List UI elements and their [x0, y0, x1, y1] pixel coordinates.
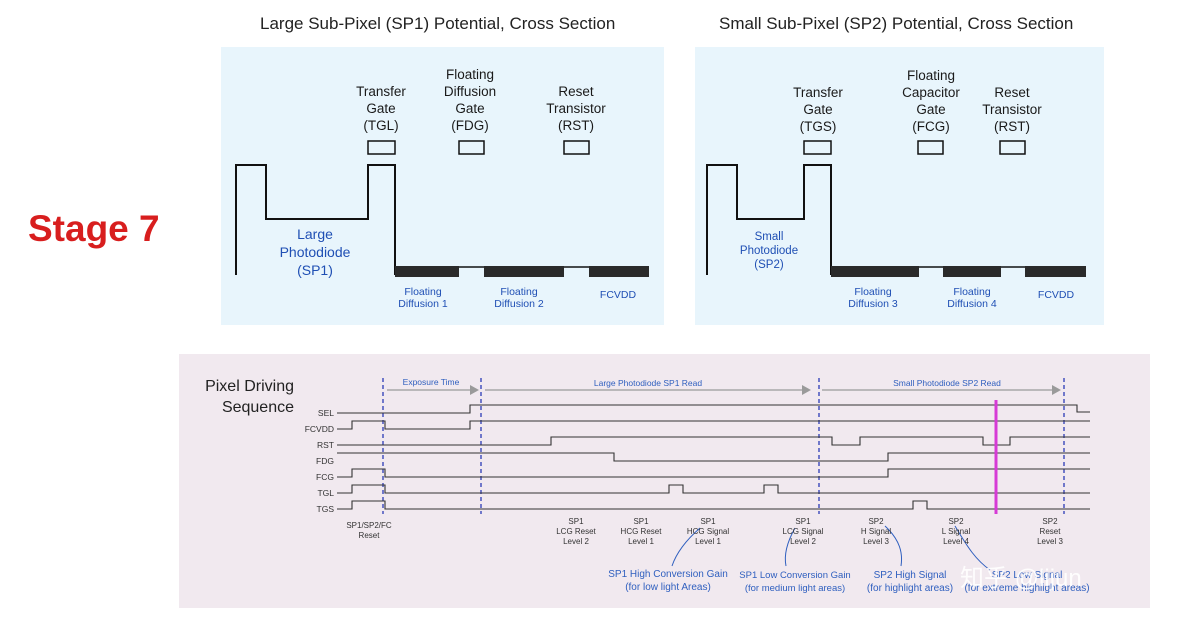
right-fcvdd-well — [1025, 266, 1086, 277]
right-cross-section-panel — [695, 47, 1104, 325]
right-panel-title: Small Sub-Pixel (SP2) Potential, Cross S… — [719, 14, 1074, 33]
left-fcvdd-label: FCVDD — [599, 289, 637, 301]
signal-label-sel: SEL — [317, 408, 334, 418]
fcvdd-well — [589, 266, 649, 277]
fd4-well — [943, 266, 1001, 277]
right-rst-gate-box — [999, 140, 1026, 155]
note-sp2-low-signal: SP2 Low Signal(for extreme highlight are… — [964, 570, 1090, 594]
timing-diagram-panel — [179, 354, 1150, 608]
signal-label-fdg: FDG — [316, 456, 334, 466]
fd3-well — [831, 266, 919, 277]
note-sp1-low-conversion-gain: SP1 Low Conversion Gain(for medium light… — [739, 570, 851, 594]
left-panel-title: Large Sub-Pixel (SP1) Potential, Cross S… — [260, 14, 616, 33]
fd1-well — [395, 266, 459, 277]
note-sp1-high-conversion-gain: SP1 High Conversion Gain(for low light A… — [608, 569, 728, 593]
rst-waveform — [337, 436, 1090, 446]
phase-exposure-time: Exposure Time — [402, 377, 460, 387]
tgs-gate-box — [803, 140, 832, 155]
phase-sp1-read: Large Photodiode SP1 Read — [593, 378, 703, 388]
signal-label-tgs: TGS — [316, 504, 334, 514]
phase-sp2-read: Small Photodiode SP2 Read — [893, 378, 1001, 388]
fcvdd-waveform — [337, 420, 1090, 430]
fd2-well — [484, 266, 564, 277]
watermark: 知乎 @lijun — [960, 565, 1082, 592]
left-cross-section-panel — [221, 47, 664, 325]
fcg-waveform — [337, 468, 1090, 478]
signal-label-tgl: TGL — [317, 488, 334, 498]
right-potential-diagram — [706, 140, 1086, 277]
stage-label: Stage 7 — [28, 208, 160, 249]
tgs-waveform — [337, 500, 1090, 510]
left-potential-diagram — [235, 140, 649, 277]
fdg-gate-box — [458, 140, 485, 155]
rst-gate-box — [563, 140, 590, 155]
signal-label-fcg: FCG — [316, 472, 334, 482]
signal-label-fcvdd: FCVDD — [304, 424, 334, 434]
right-fcvdd-label: FCVDD — [1037, 289, 1075, 301]
tgl-gate-box — [367, 140, 396, 155]
sel-waveform — [337, 404, 1090, 414]
signal-label-rst: RST — [317, 440, 334, 450]
fcg-gate-box — [917, 140, 944, 155]
fdg-waveform — [337, 452, 1090, 462]
tgl-waveform — [337, 484, 1090, 494]
note-sp2-high-signal: SP2 High Signal(for highlight areas) — [866, 570, 954, 594]
